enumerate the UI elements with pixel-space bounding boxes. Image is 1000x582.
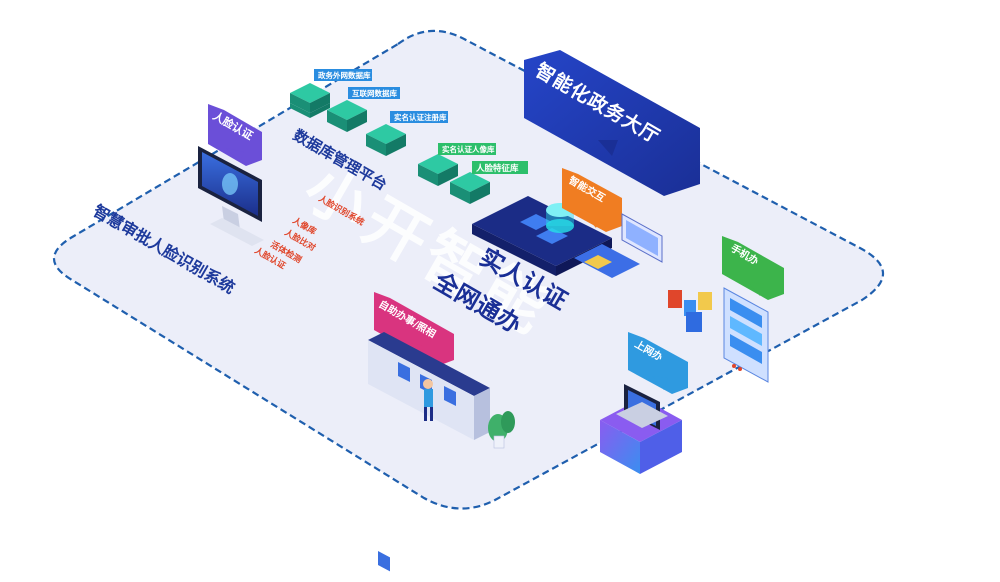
monitor-icon [198, 146, 264, 246]
svg-text:实名认证注册库: 实名认证注册库 [394, 112, 447, 122]
online-service-bubble: 上网办 [628, 332, 688, 394]
face-auth-bubble: 人脸认证 [208, 104, 262, 166]
laptop-desk-icon [600, 384, 682, 474]
tablet-devices-icon [574, 213, 663, 278]
svg-text:人脸特征库: 人脸特征库 [476, 163, 519, 174]
potted-plant-icon [488, 411, 515, 449]
svg-text:互联网数据库: 互联网数据库 [352, 88, 397, 98]
main-title-badge: 智能化政务大厅 [524, 50, 700, 196]
database-stack-2 [327, 100, 367, 132]
database-stack-3 [366, 124, 406, 156]
mobile-phone-icon [723, 287, 769, 383]
svg-text:实名认证人像库: 实名认证人像库 [442, 144, 495, 154]
db-label-realname-registry: 实名认证注册库 [390, 111, 448, 123]
self-service-kiosk-icon [368, 332, 490, 572]
database-stack-4 [418, 154, 458, 186]
db-label-face-features: 人脸特征库 [472, 161, 528, 174]
db-label-realname-portrait: 实名认证人像库 [438, 143, 496, 155]
database-stack-1 [290, 83, 330, 118]
app-tiles-icon [668, 290, 712, 332]
db-label-internet: 互联网数据库 [348, 87, 400, 99]
database-stack-5 [450, 172, 490, 204]
svg-text:政务外网数据库: 政务外网数据库 [318, 70, 371, 80]
smart-interaction-bubble: 智能交互 [562, 168, 622, 232]
db-label-gov-external: 政务外网数据库 [314, 69, 372, 81]
